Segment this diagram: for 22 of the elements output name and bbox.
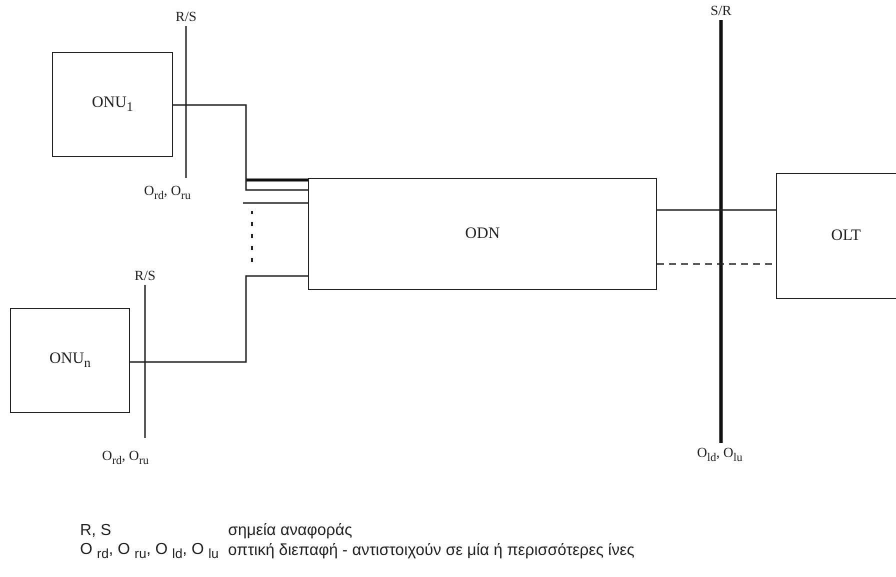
connector-line xyxy=(130,275,308,363)
interface-label: O$_{ld}$, O$_{lu}$ xyxy=(697,446,742,464)
connector-line xyxy=(657,209,776,211)
connector-line xyxy=(243,202,308,204)
legend-text: O $_{rd}$, O $_{ru}$, O $_{ld}$, O $_{lu}$ xyxy=(80,540,219,562)
reference-point-label: R/S xyxy=(176,10,196,26)
box-label: ONU$_{1}$ xyxy=(92,94,134,116)
reference-point-label: R/S xyxy=(134,269,156,285)
onu-box xyxy=(10,308,130,413)
box-label: OLT xyxy=(831,227,861,245)
box-label: ONU$_{n}$ xyxy=(49,350,91,372)
odn-box xyxy=(308,178,657,290)
interface-label: O$_{rd}$, O$_{ru}$ xyxy=(102,449,149,467)
legend-text: σημεία αναφοράς xyxy=(228,522,352,540)
onu-box xyxy=(52,52,173,157)
legend-text: R, S xyxy=(80,522,112,540)
interface-label: O$_{rd}$, O$_{ru}$ xyxy=(144,184,191,202)
legend-text: οπτική διεπαφή - αντιστοιχούν σε μία ή περισσότερες ίνες xyxy=(228,542,634,560)
connector-line xyxy=(173,104,308,191)
olt-box xyxy=(776,173,896,299)
reference-point-label: S/R xyxy=(710,4,732,20)
box-label: ODN xyxy=(465,225,500,243)
